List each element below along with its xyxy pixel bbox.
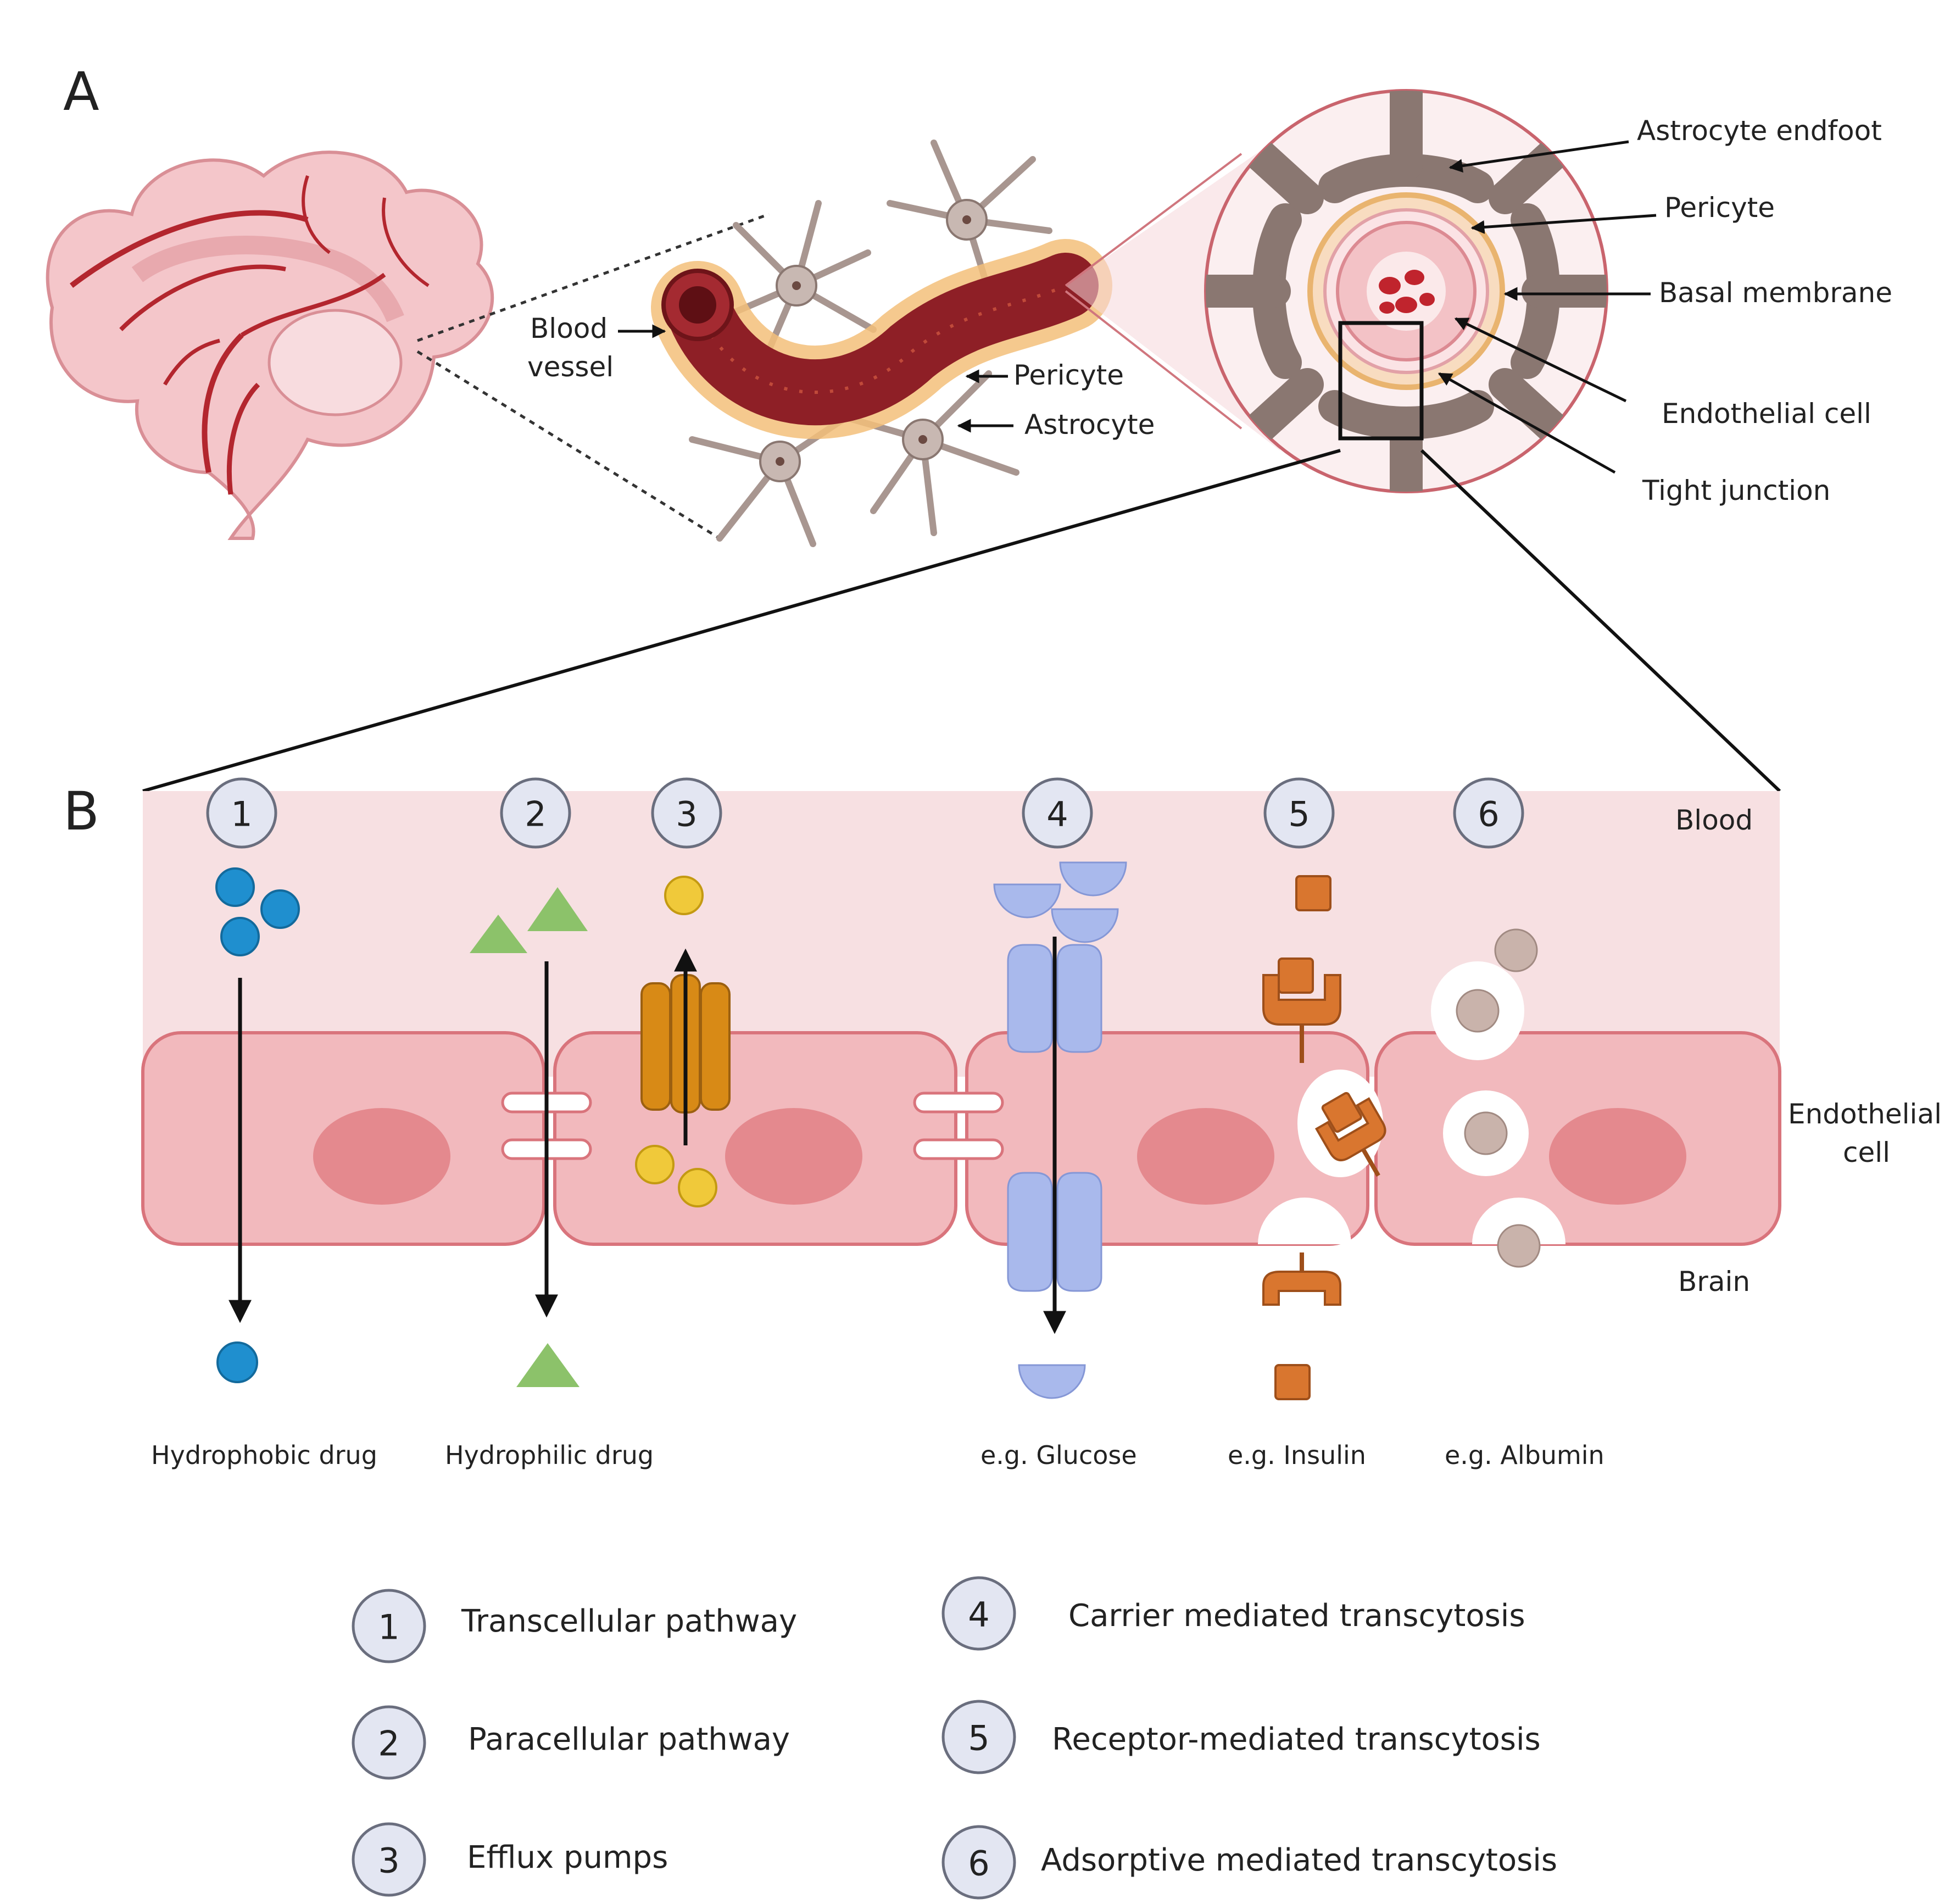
- blood-vessel-label-2: vessel: [527, 351, 614, 383]
- hydrophobic-molecules: [215, 867, 300, 1383]
- panel-a-letter: A: [63, 61, 99, 123]
- pathway-number-1: 1: [231, 794, 252, 834]
- callout-tight-junction: Tight junction: [1642, 475, 1830, 506]
- legend-text-1: Transcellular pathway: [461, 1604, 797, 1639]
- pathway-number-3: 3: [676, 794, 697, 834]
- pathway-number-4: 4: [1046, 794, 1068, 834]
- pathway-numbers: 1 2 3 4 5 6: [206, 777, 1524, 849]
- albumin-adsorptive-pathway: [1431, 928, 1565, 1268]
- example-hydrophilic: Hydrophilic drug: [445, 1440, 654, 1470]
- astrocyte-label-vessel: Astrocyte: [1024, 409, 1155, 441]
- astrocyte-cells: [689, 140, 1052, 547]
- legend-text-4: Carrier mediated transcytosis: [1068, 1598, 1525, 1634]
- tight-junctions: [501, 1092, 1004, 1160]
- legend-number-2: 2: [378, 1724, 399, 1764]
- legend-text-6: Adsorptive mediated transcytosis: [1041, 1842, 1557, 1878]
- efflux-substrates: [635, 876, 717, 1207]
- legend: 1 Transcellular pathway 2 Paracellular p…: [352, 1576, 1557, 1900]
- pathway-number-5: 5: [1288, 794, 1310, 834]
- legend-number-1: 1: [378, 1607, 399, 1647]
- zone-label-blood: Blood: [1675, 804, 1753, 836]
- zone-label-brain: Brain: [1678, 1266, 1750, 1298]
- callout-pericyte: Pericyte: [1664, 192, 1775, 224]
- callout-astrocyte-endfoot: Astrocyte endfoot: [1637, 115, 1882, 147]
- example-albumin: e.g. Albumin: [1445, 1440, 1604, 1470]
- legend-text-2: Paracellular pathway: [468, 1722, 790, 1757]
- legend-number-6: 6: [968, 1844, 989, 1884]
- zone-label-endothelial-2: cell: [1843, 1137, 1890, 1168]
- example-hydrophobic: Hydrophobic drug: [151, 1440, 377, 1470]
- legend-text-3: Efflux pumps: [467, 1840, 668, 1875]
- insulin-receptor-pathway: [1258, 875, 1386, 1400]
- pericyte-label-vessel: Pericyte: [1013, 359, 1124, 391]
- pathway-number-6: 6: [1478, 794, 1499, 834]
- panel-b-letter: B: [63, 781, 99, 842]
- legend-number-4: 4: [968, 1595, 989, 1635]
- hydrophilic-molecules: [470, 887, 588, 1387]
- example-glucose: e.g. Glucose: [980, 1440, 1137, 1470]
- legend-text-5: Receptor-mediated transcytosis: [1052, 1722, 1541, 1757]
- glucose-carriers: [1007, 944, 1102, 1292]
- legend-number-5: 5: [968, 1718, 989, 1758]
- zone-label-endothelial-1: Endothelial: [1788, 1098, 1942, 1130]
- callout-basal-membrane: Basal membrane: [1659, 277, 1892, 309]
- blood-vessel-label-1: Blood: [530, 313, 608, 344]
- brain-illustration: [46, 151, 494, 540]
- blood-vessel-illustration: [651, 239, 1112, 439]
- legend-number-3: 3: [378, 1841, 399, 1881]
- callout-endothelial-cell: Endothelial cell: [1662, 398, 1871, 430]
- glucose-molecules: [993, 861, 1127, 1399]
- pathway-number-2: 2: [525, 794, 546, 834]
- example-insulin: e.g. Insulin: [1228, 1440, 1366, 1470]
